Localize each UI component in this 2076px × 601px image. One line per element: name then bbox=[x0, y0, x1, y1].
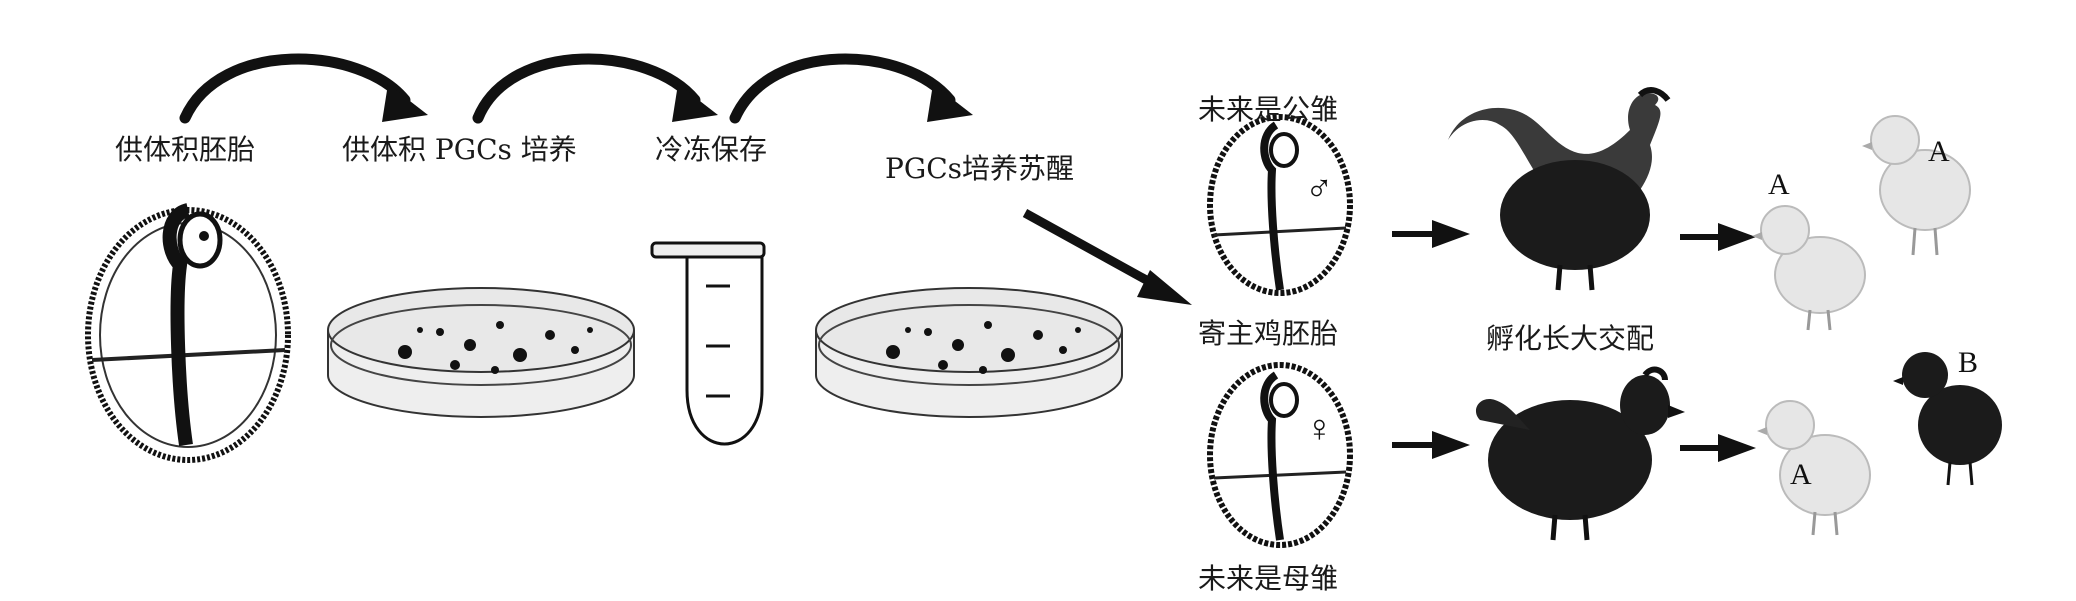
female-symbol: ♀ bbox=[1305, 408, 1334, 450]
offspring-letter-top-right: A bbox=[1928, 135, 1950, 168]
chick-bottom-left-icon bbox=[1757, 400, 1871, 536]
petri-dish-2-icon bbox=[815, 287, 1123, 418]
label-host-embryo: 寄主鸡胚胎 bbox=[1198, 317, 1339, 350]
curved-arrow-1 bbox=[179, 53, 428, 124]
chick-bottom-right-icon bbox=[1893, 352, 2002, 486]
label-hatch-mate: 孵化长大交配 bbox=[1486, 322, 1655, 355]
donor-embryo-icon bbox=[85, 203, 291, 463]
offspring-letter-bottom-left: A bbox=[1790, 458, 1812, 491]
rooster-icon bbox=[1448, 87, 1671, 291]
petri-dish-1-icon bbox=[327, 287, 635, 418]
diagonal-arrow bbox=[1022, 209, 1192, 305]
label-donor-embryo: 供体积胚胎 bbox=[115, 133, 256, 166]
label-future-female: 未来是母雏 bbox=[1198, 562, 1339, 595]
host-embryo-female-icon bbox=[1207, 362, 1353, 548]
label-donor-pgc-culture: 供体积 PGCs 培养 bbox=[342, 133, 577, 166]
host-embryo-male-icon bbox=[1207, 114, 1353, 296]
curved-arrow-2 bbox=[472, 53, 718, 124]
label-future-male: 未来是公雏 bbox=[1198, 93, 1339, 126]
label-pgc-revival: PGCs培养苏醒 bbox=[885, 152, 1075, 185]
arrow-female-to-hen bbox=[1392, 431, 1470, 459]
offspring-letter-bottom-right: B bbox=[1958, 346, 1979, 379]
hen-icon bbox=[1475, 366, 1685, 541]
label-cryopreservation: 冷冻保存 bbox=[655, 133, 768, 166]
curved-arrow-3 bbox=[729, 53, 973, 124]
offspring-letter-top-left: A bbox=[1768, 168, 1790, 201]
arrow-hen-to-chicks bbox=[1680, 434, 1756, 462]
chick-top-left-icon bbox=[1752, 205, 1866, 331]
cryotube-icon bbox=[650, 241, 766, 446]
chick-top-right-icon bbox=[1862, 115, 1971, 256]
arrow-male-to-rooster bbox=[1392, 220, 1470, 248]
male-symbol: ♂ bbox=[1305, 168, 1334, 210]
arrow-rooster-to-chicks bbox=[1680, 223, 1756, 251]
